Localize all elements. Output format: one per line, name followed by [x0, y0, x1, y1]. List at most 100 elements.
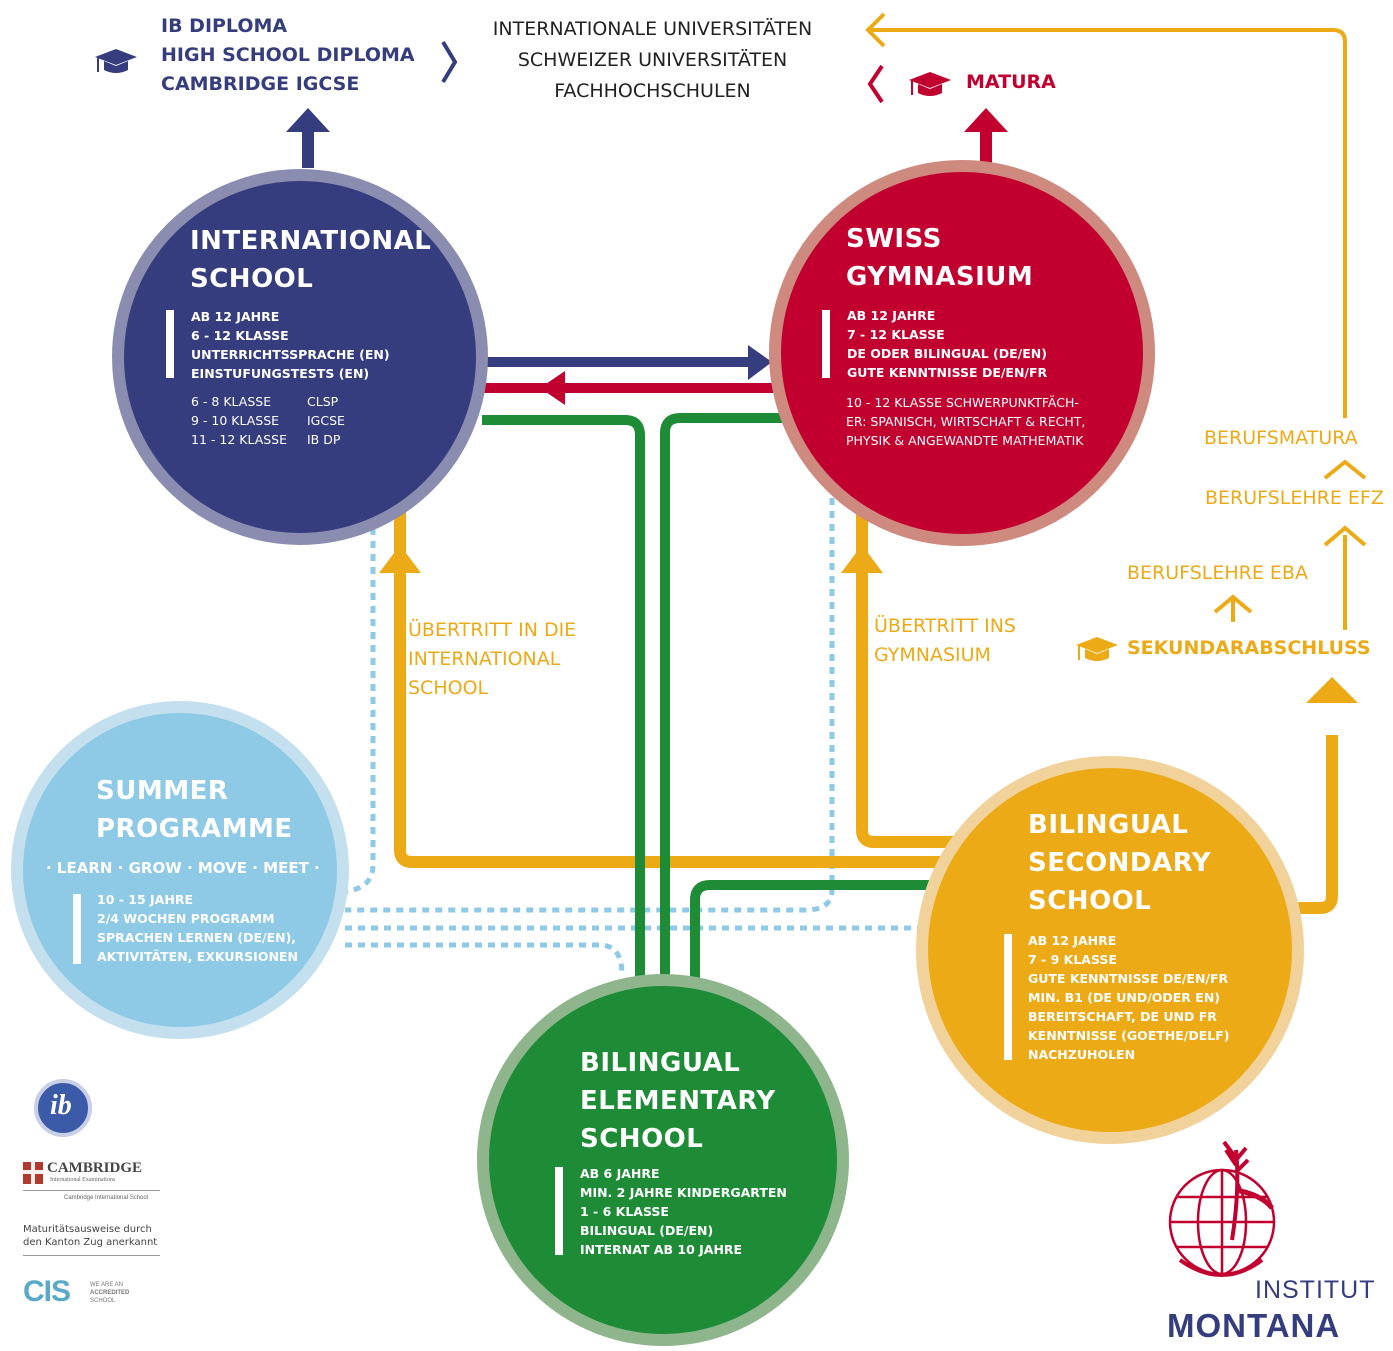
berufslehre-eba-label: BERUFSLEHRE EBA — [1127, 562, 1308, 584]
maturity-divider — [23, 1255, 160, 1256]
institut-montana-emblem — [1168, 1140, 1276, 1277]
secondary-fact-min-level: MIN. B1 (DE UND/ODER EN) — [1028, 990, 1220, 1005]
up-arrow-international — [286, 108, 330, 168]
cambridge-sub-line2: Cambridge International School — [64, 1195, 149, 1201]
diploma-list: IB DIPLOMA HIGH SCHOOL DIPLOMA CAMBRIDGE… — [161, 12, 415, 99]
logo-institut: INSTITUT — [1255, 1276, 1376, 1304]
program-name: IGCSE — [307, 413, 345, 428]
orange-transfer-paths — [394, 505, 1338, 914]
matura-label: MATURA — [966, 71, 1056, 93]
program-row: 11 - 12 KLASSE IB DP — [191, 430, 345, 449]
international-fact-tests: EINSTUFUNGSTESTS (EN) — [191, 366, 370, 381]
secondary-fact-knowledge: GUTE KENNTNISSE DE/EN/FR — [1028, 971, 1229, 986]
vocational-path — [865, 12, 1367, 630]
program-name: CLSP — [307, 394, 339, 409]
destination-swiss-universities: SCHWEIZER UNIVERSITÄTEN — [517, 49, 788, 71]
destination-international-universities: INTERNATIONALE UNIVERSITÄTEN — [492, 18, 813, 40]
cis-logo-text: CIS — [23, 1275, 71, 1308]
swiss-notes: 10 - 12 KLASSE SCHWERPUNKTFÄCH- ER: SPAN… — [846, 393, 1085, 450]
elementary-title-line3: SCHOOL — [580, 1124, 704, 1154]
sekundarabschluss-label: SEKUNDARABSCHLUSS — [1127, 637, 1371, 659]
bilingual-secondary-circle — [916, 756, 1304, 1144]
logo-montana: MONTANA — [1167, 1307, 1341, 1344]
program-row: 6 - 8 KLASSE CLSP — [191, 392, 345, 411]
ib-logo — [34, 1079, 92, 1137]
elementary-school-content: BILINGUAL ELEMENTARY SCHOOL — [580, 1044, 820, 1158]
program-grade: 6 - 8 KLASSE — [191, 394, 272, 409]
elementary-facts: AB 6 JAHRE MIN. 2 JAHRE KINDERGARTEN 1 -… — [580, 1164, 787, 1259]
swiss-title-line2: GYMNASIUM — [846, 262, 1034, 292]
berufslehre-efz-label: BERUFSLEHRE EFZ — [1205, 487, 1384, 509]
graduation-cap-icon-blue — [95, 49, 137, 73]
summer-title-line1: SUMMER — [96, 776, 229, 806]
elementary-title-line2: ELEMENTARY — [580, 1086, 776, 1116]
program-name: IB DP — [307, 432, 341, 447]
swiss-fact-grades: 7 - 12 KLASSE — [847, 327, 945, 342]
summer-fact-activities: AKTIVITÄTEN, EXKURSIONEN — [97, 949, 298, 964]
summer-programme-content: SUMMER PROGRAMME — [96, 772, 316, 848]
international-title-line2: SCHOOL — [190, 264, 314, 294]
summer-fact-duration: 2/4 WOCHEN PROGRAMM — [97, 911, 275, 926]
red-arrow-to-international — [478, 371, 800, 405]
international-facts: AB 12 JAHRE 6 - 12 KLASSE UNTERRICHTSSPR… — [191, 307, 390, 383]
international-school-circle — [112, 169, 488, 545]
elementary-facts-bar — [555, 1167, 563, 1255]
swiss-fact-language: DE ODER BILINGUAL (DE/EN) — [847, 346, 1047, 361]
graduation-cap-icon-orange — [1076, 637, 1118, 661]
international-fact-language: UNTERRICHTSSPRACHE (EN) — [191, 347, 390, 362]
secondary-fact-catch-up: NACHZUHOLEN — [1028, 1047, 1136, 1062]
summer-facts-bar — [73, 894, 81, 964]
swiss-note-line: ER: SPANISCH, WIRTSCHAFT & RECHT, — [846, 414, 1086, 429]
destination-fachhochschulen: FACHHOCHSCHULEN — [554, 80, 751, 102]
swiss-note-line: 10 - 12 KLASSE SCHWERPUNKTFÄCH- — [846, 395, 1079, 410]
bilingual-elementary-circle — [477, 974, 849, 1346]
cambridge-divider — [23, 1190, 160, 1191]
destination-list: INTERNATIONALE UNIVERSITÄTEN SCHWEIZER U… — [470, 14, 835, 107]
chevron-left-icon — [867, 64, 884, 104]
secondary-fact-certificates: KENNTNISSE (GOETHE/DELF) — [1028, 1028, 1230, 1043]
diploma-ib: IB DIPLOMA — [161, 15, 288, 37]
program-grade: 9 - 10 KLASSE — [191, 413, 280, 428]
summer-programme-circle — [11, 701, 349, 1039]
orange-up-arrows — [379, 545, 1358, 703]
international-title-line1: INTERNATIONAL — [190, 226, 432, 256]
program-row: 9 - 10 KLASSE IGCSE — [191, 411, 345, 430]
chevron-right-icon — [441, 40, 458, 84]
ib-logo-text: ib — [50, 1090, 72, 1121]
international-fact-grades: 6 - 12 KLASSE — [191, 328, 289, 343]
blue-arrow-to-gymnasium — [478, 345, 772, 380]
summer-fact-languages: SPRACHEN LERNEN (DE/EN), — [97, 930, 297, 945]
transfer-international-label: ÜBERTRITT IN DIE INTERNATIONAL SCHOOL — [408, 619, 577, 699]
summer-fact-age: 10 - 15 JAHRE — [97, 892, 193, 907]
graduation-cap-icon-red — [909, 72, 951, 96]
swiss-fact-age: AB 12 JAHRE — [847, 308, 936, 323]
international-school-content: INTERNATIONAL SCHOOL — [190, 222, 440, 298]
secondary-facts-bar — [1004, 934, 1012, 1060]
up-arrow-swiss — [964, 108, 1008, 168]
secondary-facts: AB 12 JAHRE 7 - 9 KLASSE GUTE KENNTNISSE… — [1028, 931, 1229, 1064]
secondary-fact-readiness: BEREITSCHAFT, DE UND FR — [1028, 1009, 1217, 1024]
cambridge-sub-line1: International Examinations — [50, 1177, 116, 1183]
elementary-fact-age: AB 6 JAHRE — [580, 1166, 660, 1181]
diploma-high-school: HIGH SCHOOL DIPLOMA — [161, 44, 415, 66]
secondary-title-line2: SECONDARY — [1028, 848, 1212, 878]
green-paths — [482, 413, 945, 985]
program-grade: 11 - 12 KLASSE — [191, 432, 288, 447]
international-program-table: 6 - 8 KLASSE CLSP 9 - 10 KLASSE IGCSE 11… — [191, 392, 345, 449]
elementary-fact-language: BILINGUAL (DE/EN) — [580, 1223, 714, 1238]
summer-facts: 10 - 15 JAHRE 2/4 WOCHEN PROGRAMM SPRACH… — [97, 890, 298, 966]
swiss-facts-bar — [822, 310, 830, 378]
swiss-facts: AB 12 JAHRE 7 - 12 KLASSE DE ODER BILING… — [847, 306, 1047, 382]
international-facts-bar — [166, 310, 174, 378]
berufsmatura-label: BERUFSMATURA — [1204, 427, 1358, 449]
secondary-fact-age: AB 12 JAHRE — [1028, 933, 1117, 948]
swiss-note-line: PHYSIK & ANGEWANDTE MATHEMATIK — [846, 433, 1084, 448]
summer-title-line2: PROGRAMME — [96, 814, 293, 844]
swiss-fact-knowledge: GUTE KENNTNISSE DE/EN/FR — [847, 365, 1048, 380]
cambridge-shield-icon — [23, 1162, 43, 1184]
maturity-recognition: Maturitätsausweise durch den Kanton Zug … — [23, 1224, 158, 1248]
secondary-fact-grades: 7 - 9 KLASSE — [1028, 952, 1117, 967]
elementary-fact-grades: 1 - 6 KLASSE — [580, 1204, 669, 1219]
secondary-school-content: BILINGUAL SECONDARY SCHOOL — [1028, 806, 1278, 920]
